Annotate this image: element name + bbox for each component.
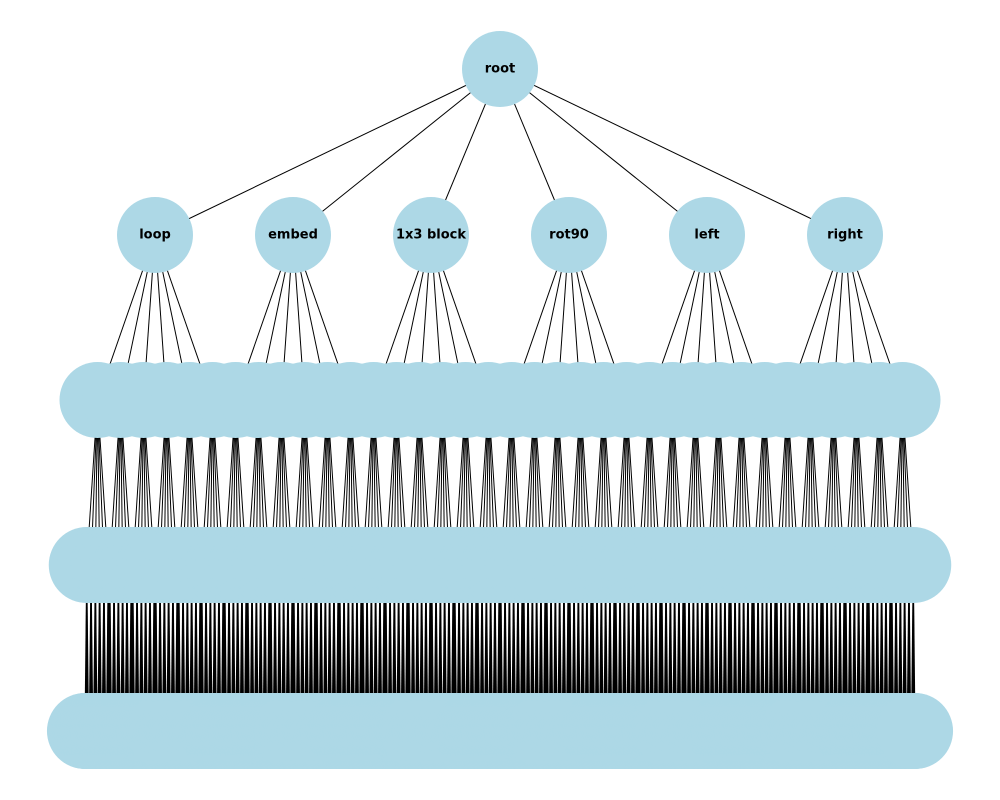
labels-layer: root loop embed 1x3 block rot90 left rig…: [139, 62, 863, 243]
level1-label-embed: embed: [268, 228, 318, 243]
edge-root-level1: [499, 68, 708, 236]
level2-node: [864, 362, 941, 438]
edge-root-level1: [499, 68, 846, 236]
level1-node: [669, 197, 745, 273]
level1-node: [393, 197, 469, 273]
edge-root-level1: [154, 68, 501, 236]
level3-node: [875, 527, 952, 603]
root-label: root: [485, 62, 516, 77]
level4-node: [877, 693, 954, 769]
level1-label-rot90: rot90: [549, 228, 589, 243]
level1-node: [255, 197, 331, 273]
level1-label-left: left: [694, 228, 719, 243]
level1-node: [531, 197, 607, 273]
edge-root-level1: [292, 68, 501, 236]
level1-node: [807, 197, 883, 273]
nodes-layer: [46, 31, 954, 769]
level1-label-loop: loop: [139, 228, 171, 243]
root-node: [462, 31, 538, 107]
level1-label-right: right: [827, 228, 863, 243]
level1-label-1x3-block: 1x3 block: [396, 228, 466, 243]
level1-node: [117, 197, 193, 273]
